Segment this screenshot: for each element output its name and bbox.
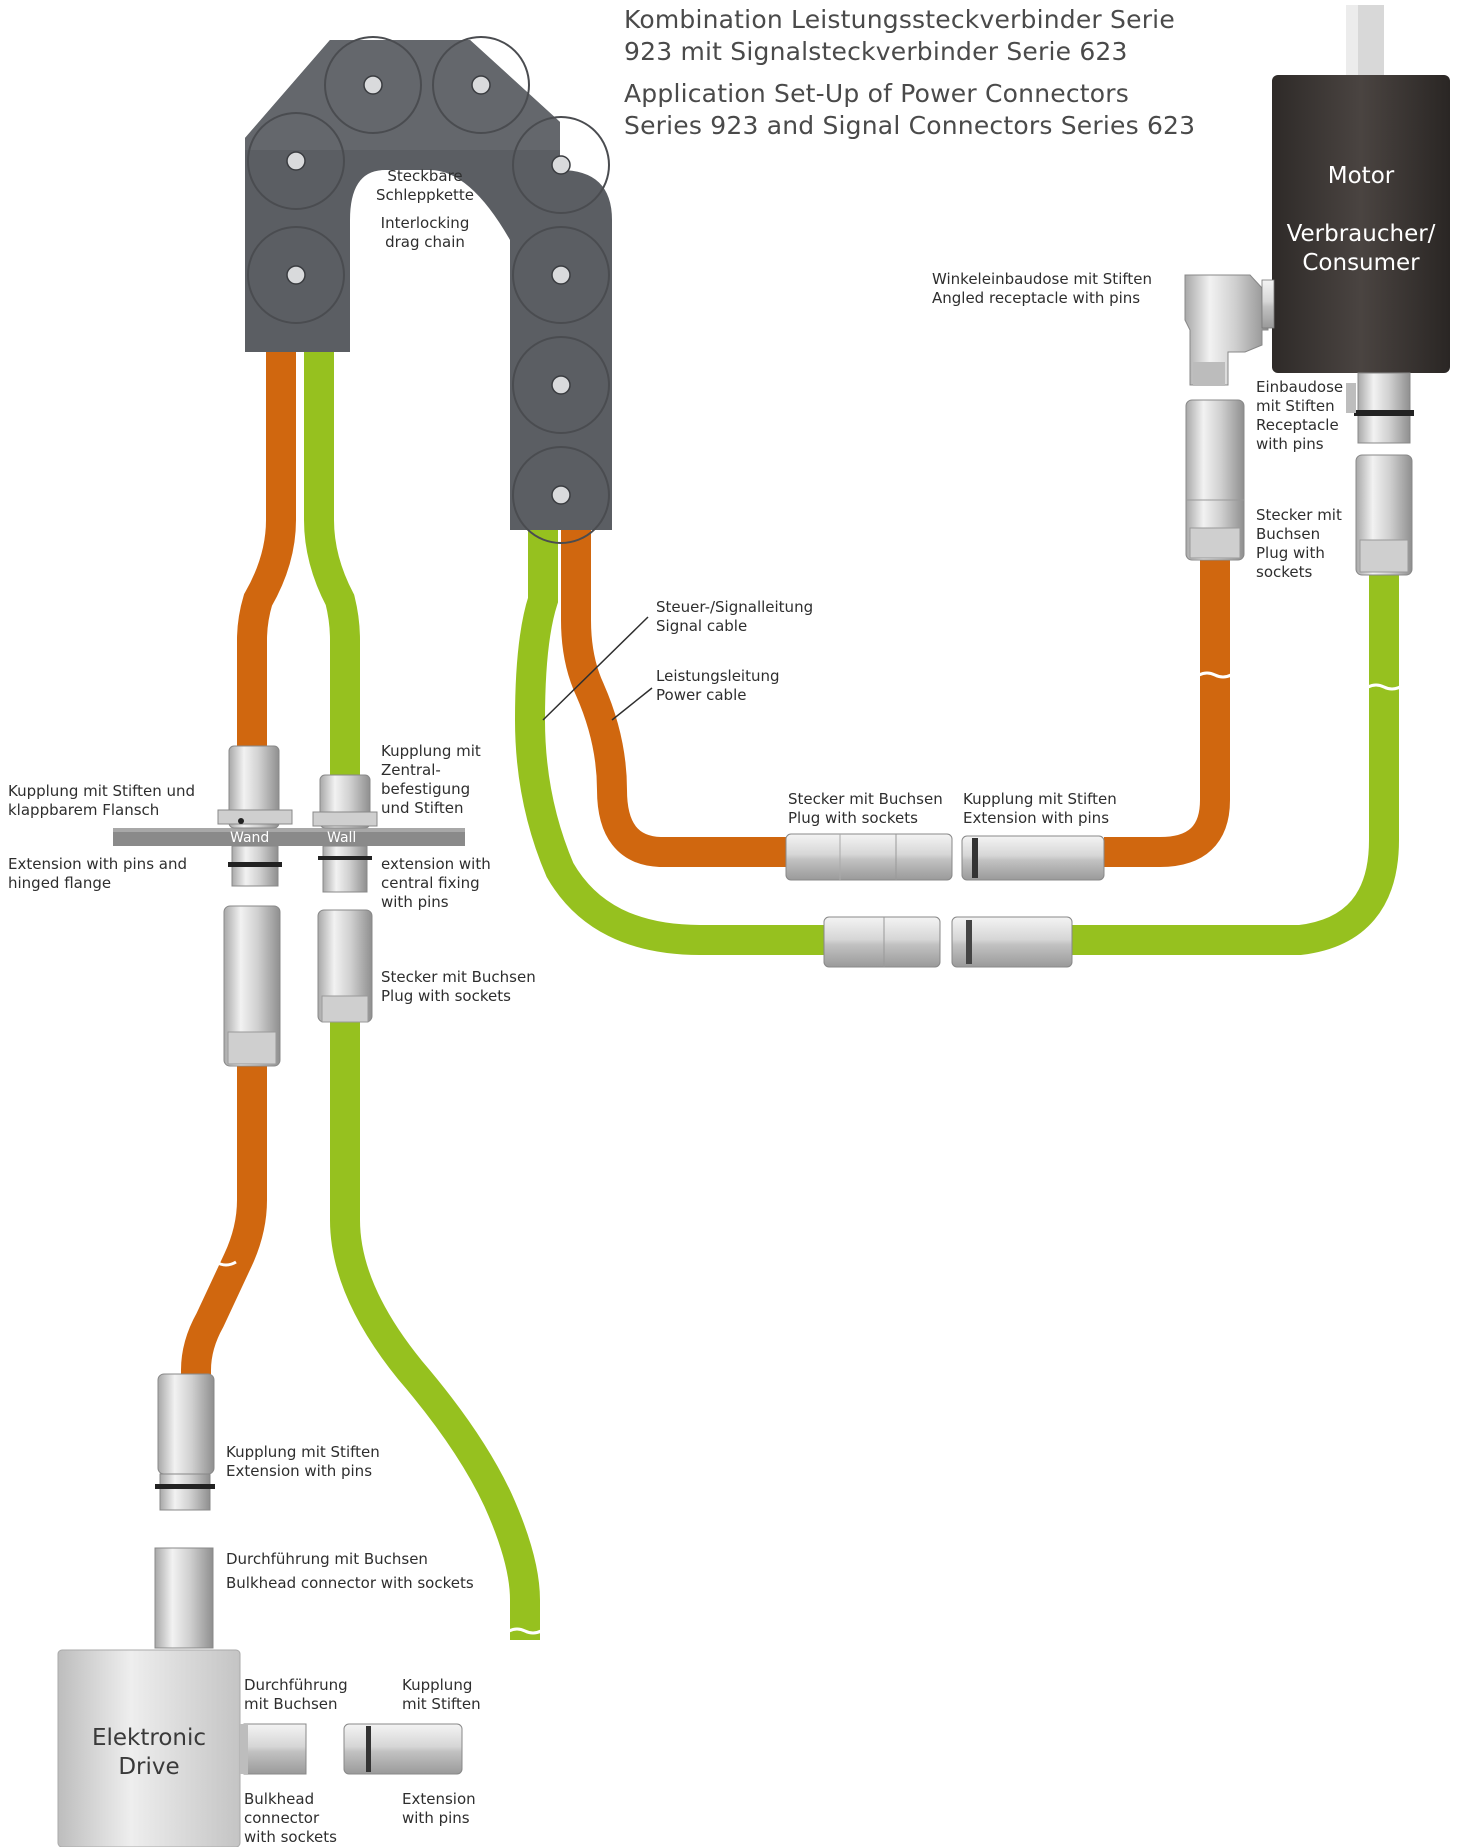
title-de-line1: Kombination Leistungssteckverbinder Seri… [624, 5, 1175, 34]
central-fixing-label-en: extension with central fixing with pins [381, 855, 491, 911]
bulkhead-low [154, 1547, 214, 1649]
plug-sockets-signal-mid [823, 916, 941, 968]
plug-sockets-left-label: Stecker mit Buchsen Plug with sockets [381, 968, 536, 1005]
angled-receptacle [1184, 274, 1275, 386]
signal-cable-label: Steuer-/Signalleitung Signal cable [656, 598, 814, 635]
hinged-flange-label-en: Extension with pins and hinged flange [8, 855, 187, 892]
bulkhead-small-label-de: Durchführung mit Buchsen [244, 1676, 348, 1713]
extension-hinged-flange [217, 745, 293, 887]
bulkhead-low-label: Durchführung mit Buchsen Bulkhead connec… [226, 1550, 474, 1592]
kupplung-small-label-de: Kupplung mit Stiften [402, 1676, 481, 1713]
wall-plate [113, 828, 465, 846]
receptacle-label: Einbaudose mit Stiften Receptacle with p… [1256, 378, 1344, 453]
bulkhead-small [240, 1723, 307, 1775]
power-cable-chain [561, 530, 790, 867]
signal-cable-left [304, 352, 540, 1640]
title-de-line2: 923 mit Signalsteckverbinder Serie 623 [624, 37, 1128, 66]
consumer-label: Verbraucher/ Consumer [1286, 221, 1436, 276]
power-cable-label: Leistungsleitung Power cable [656, 667, 780, 704]
extension-pins-power-mid [961, 835, 1105, 881]
chain-label-en: Interlocking drag chain [380, 214, 470, 251]
extension-small [343, 1723, 463, 1775]
motor-label: Motor [1327, 163, 1395, 189]
receptacle-motor [1346, 372, 1414, 444]
angled-receptacle-label: Winkeleinbaudose mit Stiften Angled rece… [932, 270, 1152, 307]
bulkhead-small-label-en: Bulkhead connector with sockets [244, 1790, 337, 1846]
drag-chain [245, 36, 612, 544]
plug-sockets-mid-label: Stecker mit Buchsen Plug with sockets [788, 790, 943, 827]
hinged-flange-label-de: Kupplung mit Stiften und klappbarem Flan… [8, 782, 196, 819]
power-cable-left [181, 352, 296, 1376]
signal-cable-right [1072, 572, 1399, 955]
plug-sockets-left-signal [317, 909, 373, 1023]
plug-sockets-power-mid [785, 833, 953, 881]
title-en-line1: Application Set-Up of Power Connectors [624, 79, 1129, 108]
extension-central-fixing [312, 774, 378, 893]
motor [1272, 5, 1450, 373]
plug-sockets-angled [1185, 399, 1245, 561]
plug-sockets-left-power [223, 905, 281, 1067]
extension-pins-signal-mid [951, 916, 1073, 968]
plug-sockets-right-label: Stecker mit Buchsen Plug with sockets [1256, 506, 1342, 581]
power-cable-right [1104, 560, 1230, 867]
cable-break-marks [195, 671, 1401, 1635]
leader-lines [542, 616, 653, 721]
kupplung-small-label-en: Extension with pins [402, 1790, 476, 1827]
plug-sockets-motor [1355, 454, 1413, 576]
extension-pins-mid-label: Kupplung mit Stiften Extension with pins [963, 790, 1117, 827]
drive-label: Elektronic Drive [91, 1725, 207, 1780]
extension-pins-low [155, 1373, 215, 1511]
signal-cable-chain [514, 530, 824, 955]
wall-label-de: Wand [230, 830, 270, 846]
wall-label-en: Wall [327, 830, 357, 846]
chain-label-de: Steckbare Schleppkette [375, 167, 475, 204]
extension-pins-low-label: Kupplung mit Stiften Extension with pins [226, 1443, 380, 1480]
central-fixing-label-de: Kupplung mit Zentral- befestigung und St… [381, 742, 481, 817]
title-en-line2: Series 923 and Signal Connectors Series … [624, 111, 1196, 140]
